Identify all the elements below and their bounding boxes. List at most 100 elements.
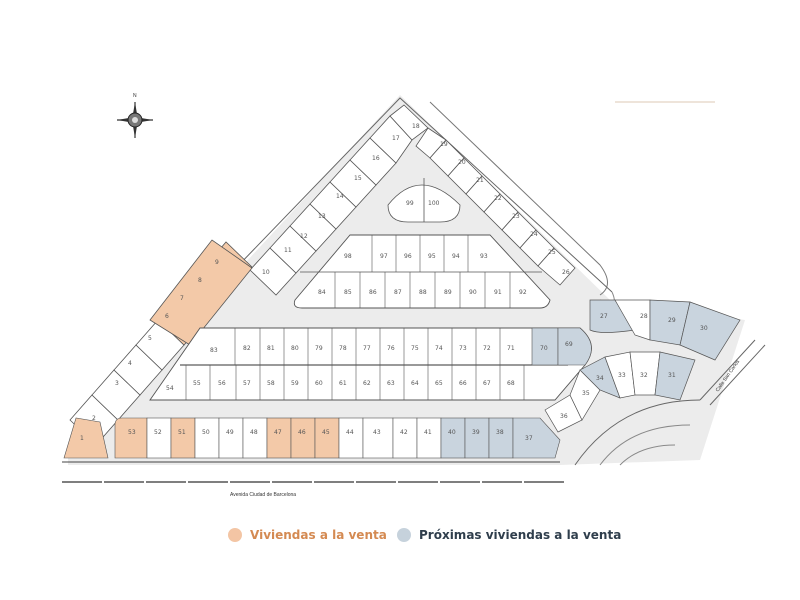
svg-text:12: 12 <box>300 233 308 240</box>
svg-text:97: 97 <box>380 253 388 260</box>
svg-text:28: 28 <box>640 313 648 320</box>
svg-text:49: 49 <box>226 429 234 436</box>
svg-text:46: 46 <box>298 429 306 436</box>
svg-text:58: 58 <box>267 380 275 387</box>
svg-text:15: 15 <box>354 175 362 182</box>
svg-text:51: 51 <box>178 429 186 436</box>
svg-text:23: 23 <box>512 213 520 220</box>
svg-text:91: 91 <box>494 289 502 296</box>
curved-block <box>544 299 741 433</box>
right-diagonal-lots <box>415 127 576 286</box>
svg-text:11: 11 <box>284 247 292 254</box>
legend-label-for-sale: Viviendas a la venta <box>250 528 387 542</box>
upcoming-swatch-icon <box>397 528 411 542</box>
legend: Viviendas a la venta Próximas viviendas … <box>0 528 800 548</box>
svg-text:1: 1 <box>80 435 84 442</box>
svg-text:64: 64 <box>411 380 419 387</box>
svg-text:68: 68 <box>507 380 515 387</box>
svg-text:79: 79 <box>315 345 323 352</box>
svg-text:96: 96 <box>404 253 412 260</box>
svg-text:16: 16 <box>372 155 380 162</box>
svg-text:17: 17 <box>392 135 400 142</box>
svg-text:94: 94 <box>452 253 460 260</box>
svg-text:55: 55 <box>193 380 201 387</box>
svg-text:40: 40 <box>448 429 456 436</box>
compass-rose-icon: N <box>117 93 153 138</box>
svg-text:26: 26 <box>562 269 570 276</box>
svg-text:62: 62 <box>363 380 371 387</box>
svg-text:25: 25 <box>548 249 556 256</box>
svg-text:72: 72 <box>483 345 491 352</box>
svg-text:95: 95 <box>428 253 436 260</box>
svg-text:63: 63 <box>387 380 395 387</box>
svg-text:98: 98 <box>344 253 352 260</box>
svg-text:10: 10 <box>262 269 270 276</box>
svg-text:5: 5 <box>148 335 152 342</box>
svg-text:76: 76 <box>387 345 395 352</box>
svg-text:48: 48 <box>250 429 258 436</box>
svg-text:99: 99 <box>406 200 414 207</box>
svg-text:57: 57 <box>243 380 251 387</box>
svg-text:77: 77 <box>363 345 371 352</box>
svg-text:100: 100 <box>428 200 440 207</box>
compass-north-label: N <box>133 93 137 99</box>
road-label: Avenida Ciudad de Barcelona <box>230 492 296 498</box>
svg-text:69: 69 <box>565 341 573 348</box>
svg-text:80: 80 <box>291 345 299 352</box>
svg-text:53: 53 <box>128 429 136 436</box>
svg-text:24: 24 <box>530 231 538 238</box>
svg-text:84: 84 <box>318 289 326 296</box>
for-sale-swatch-icon <box>228 528 242 542</box>
svg-text:45: 45 <box>322 429 330 436</box>
svg-text:59: 59 <box>291 380 299 387</box>
svg-text:92: 92 <box>519 289 527 296</box>
svg-text:89: 89 <box>444 289 452 296</box>
svg-text:4: 4 <box>128 360 132 367</box>
svg-text:6: 6 <box>165 313 169 320</box>
svg-text:3: 3 <box>115 380 119 387</box>
legend-item-for-sale: Viviendas a la venta <box>228 528 387 542</box>
svg-text:85: 85 <box>344 289 352 296</box>
svg-text:8: 8 <box>198 277 202 284</box>
svg-text:32: 32 <box>640 372 648 379</box>
svg-text:34: 34 <box>596 375 604 382</box>
svg-text:71: 71 <box>507 345 515 352</box>
svg-text:81: 81 <box>267 345 275 352</box>
svg-text:7: 7 <box>180 295 184 302</box>
svg-text:54: 54 <box>166 385 174 392</box>
svg-text:21: 21 <box>476 177 484 184</box>
svg-text:38: 38 <box>496 429 504 436</box>
svg-text:29: 29 <box>668 317 676 324</box>
svg-text:75: 75 <box>411 345 419 352</box>
svg-text:18: 18 <box>412 123 420 130</box>
legend-label-upcoming: Próximas viviendas a la venta <box>419 528 622 542</box>
svg-text:61: 61 <box>339 380 347 387</box>
svg-text:20: 20 <box>458 159 466 166</box>
svg-text:31: 31 <box>668 372 676 379</box>
svg-text:70: 70 <box>540 345 548 352</box>
svg-text:35: 35 <box>582 390 590 397</box>
svg-text:19: 19 <box>440 141 448 148</box>
svg-text:90: 90 <box>469 289 477 296</box>
svg-text:9: 9 <box>215 259 219 266</box>
svg-text:87: 87 <box>394 289 402 296</box>
svg-text:30: 30 <box>700 325 708 332</box>
svg-text:93: 93 <box>480 253 488 260</box>
svg-text:39: 39 <box>472 429 480 436</box>
svg-text:56: 56 <box>218 380 226 387</box>
svg-text:14: 14 <box>336 193 344 200</box>
svg-text:2: 2 <box>92 415 96 422</box>
svg-text:60: 60 <box>315 380 323 387</box>
svg-text:41: 41 <box>424 429 432 436</box>
svg-text:22: 22 <box>494 195 502 202</box>
svg-text:82: 82 <box>243 345 251 352</box>
svg-text:67: 67 <box>483 380 491 387</box>
svg-text:73: 73 <box>459 345 467 352</box>
svg-text:36: 36 <box>560 413 568 420</box>
svg-text:52: 52 <box>154 429 162 436</box>
svg-text:44: 44 <box>346 429 354 436</box>
svg-text:88: 88 <box>419 289 427 296</box>
svg-text:74: 74 <box>435 345 443 352</box>
